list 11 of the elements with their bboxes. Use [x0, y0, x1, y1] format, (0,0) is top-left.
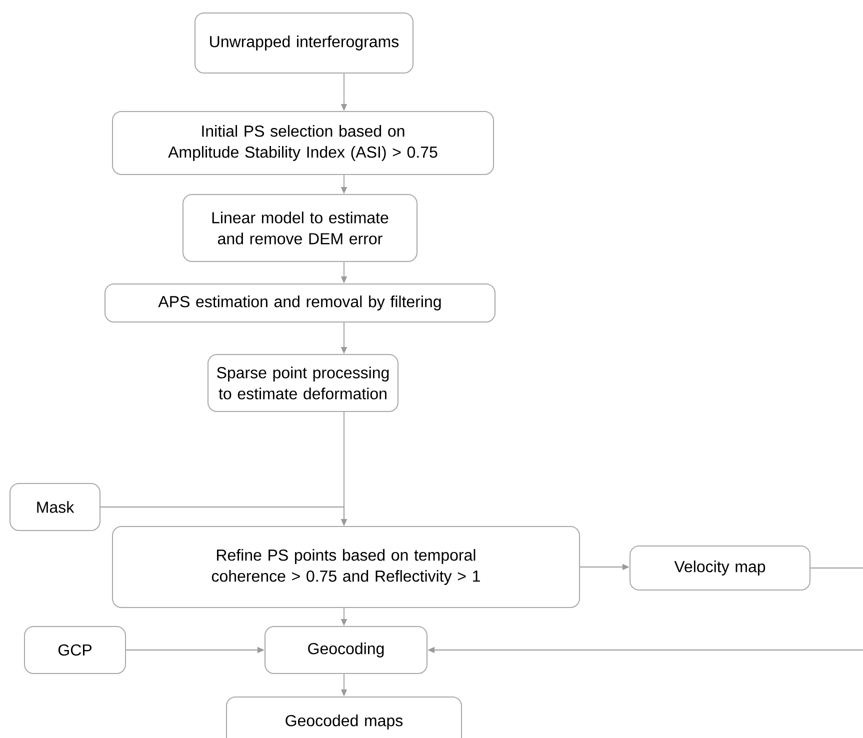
process-box: Refine PS points based on temporal coherence > 0.75 and Reflectivity > 1 [112, 526, 580, 608]
process-box: Linear model to estimate and remove DEM error [182, 194, 418, 262]
process-box: APS estimation and removal by filtering [104, 284, 496, 322]
process-box: Geocoding [264, 626, 428, 674]
process-box: Sparse point processing to estimate deformation [208, 354, 398, 412]
process-box: Geocoded maps [226, 696, 462, 738]
process-box: Unwrapped interferograms [194, 12, 414, 74]
process-box: Initial PS selection based on Amplitude Stability Index (ASI) > 0.75 [112, 111, 494, 175]
process-box: Mask [10, 483, 100, 531]
process-box: Velocity map [630, 546, 810, 590]
process-box: GCP [24, 626, 126, 674]
